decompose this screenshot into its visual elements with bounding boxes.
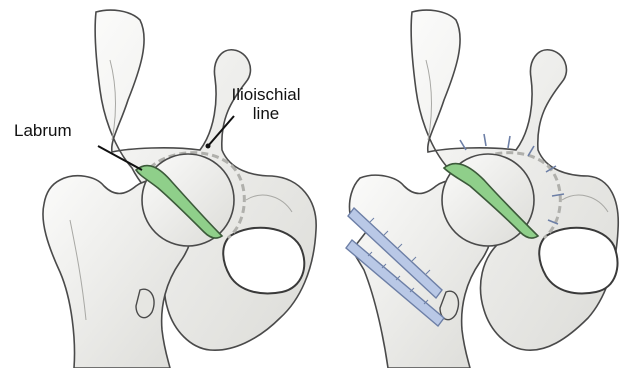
labrum-label: Labrum — [14, 121, 72, 140]
left-lesser-trochanter — [136, 289, 154, 317]
left-obturator-foramen — [223, 228, 304, 294]
right-obturator-foramen — [539, 228, 617, 294]
left-panel — [43, 10, 316, 368]
ilioischial-line-label: Ilioischial line — [206, 85, 326, 123]
ilioischial-pointer-dot — [206, 144, 211, 149]
right-panel — [346, 10, 618, 368]
